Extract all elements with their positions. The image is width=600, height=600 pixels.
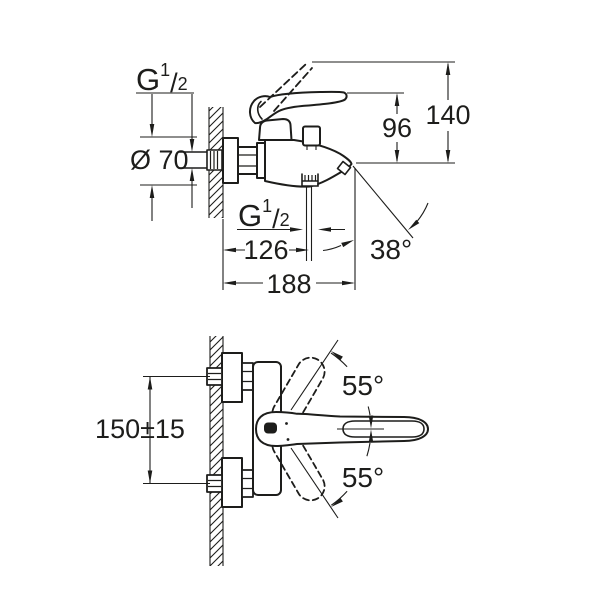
lever-dot-1 [285,422,288,425]
swing-upper-label: 55° [342,370,384,401]
lever-height-label: 96 [382,113,412,143]
swing-angle-lines [290,339,339,519]
cartridge-dome [258,118,293,141]
lever-dot-2 [286,438,290,441]
outlet-thread-label: G1/2 [238,196,290,234]
escutcheon [222,137,239,184]
wall-nut-bottom-facets [208,479,221,488]
spout-angle-line [352,165,414,239]
side-view-group: G1/2 Ø 70 96 140 G1/2 126 188 38° [130,60,471,299]
mounting-dim-lines [143,375,210,485]
body-ring [256,142,266,179]
swing-lower-label: 55° [342,462,384,493]
spout-reach-label: 188 [266,269,311,299]
outlet-stub-fill [302,174,318,186]
escutcheon-diameter-label: Ø 70 [130,145,189,175]
wall-hatch-plan [210,336,223,566]
mounting-centers-label: 150±15 [95,414,185,444]
mounting-dim-arrows [147,376,153,484]
outlet-stub [301,173,319,187]
temp-indicator-dot [264,422,277,434]
angle-leader-curves [322,202,429,252]
union-nut-top-facets-plan [242,370,253,383]
outlet-offset-label: 126 [243,235,288,265]
plan-view-group: 55° 55° 150±15 [95,336,429,566]
lever-handle [249,90,348,125]
outlet-stub-thread [304,175,317,181]
inlet-dim-lines [136,92,197,221]
inlet-thread-lines [209,151,219,169]
inlet-pipe [178,151,208,169]
outlet-thread-arrows [290,227,331,232]
union-nut-top-plan [241,362,254,391]
lever-grip-detail [342,420,425,438]
mount-escutcheon-top [221,352,243,403]
union-nut-bottom-facets-plan [242,477,253,490]
wall-nut-top-facets [208,372,221,381]
union-nut-facets [239,154,256,167]
union-nut [237,146,258,175]
aerator-tip [336,160,352,176]
spout-angle-label: 38° [370,234,412,265]
lever-raised-height-label: 140 [425,100,470,130]
union-nut-bottom-plan [241,469,254,498]
outlet-axis-lines [305,186,313,261]
inlet-thread-label: G1/2 [136,60,188,98]
lever-raised-dashed [259,63,313,112]
diverter-knob [302,125,321,147]
lever-pivot-detail [256,100,263,120]
mount-escutcheon-bottom [221,457,243,508]
